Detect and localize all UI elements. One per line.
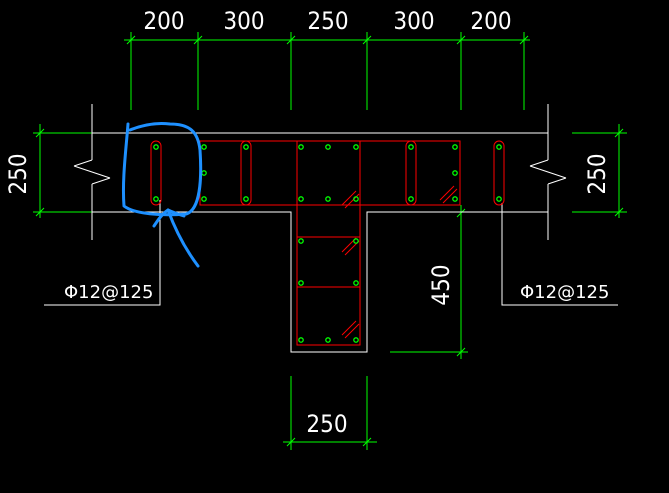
top-dimension-4: 300 xyxy=(393,7,434,35)
right-height-dimension xyxy=(572,124,627,218)
section-outline xyxy=(73,104,567,353)
left-height-dimension xyxy=(33,124,92,218)
right-rebar-label: Φ12@125 xyxy=(520,282,609,303)
hand-drawn-markup xyxy=(121,122,203,268)
top-dimension-2: 300 xyxy=(223,7,264,35)
markup-arrow xyxy=(152,208,200,268)
longitudinal-bars xyxy=(153,144,502,343)
left-height-label: 250 xyxy=(4,153,32,194)
markup-circle xyxy=(121,122,203,217)
top-dimension-5: 200 xyxy=(470,7,511,35)
right-height-label: 250 xyxy=(583,153,611,194)
web-depth-dimension xyxy=(390,205,468,359)
bottom-width-label: 250 xyxy=(306,410,347,438)
top-dimension-3: 250 xyxy=(307,7,348,35)
left-rebar-label: Φ12@125 xyxy=(64,282,153,303)
top-dimension-1: 200 xyxy=(143,7,184,35)
rebar-leaders xyxy=(44,200,618,306)
web-depth-label: 450 xyxy=(427,264,455,305)
bottom-width-dimension xyxy=(283,376,377,450)
top-dimension-chain xyxy=(124,32,530,110)
